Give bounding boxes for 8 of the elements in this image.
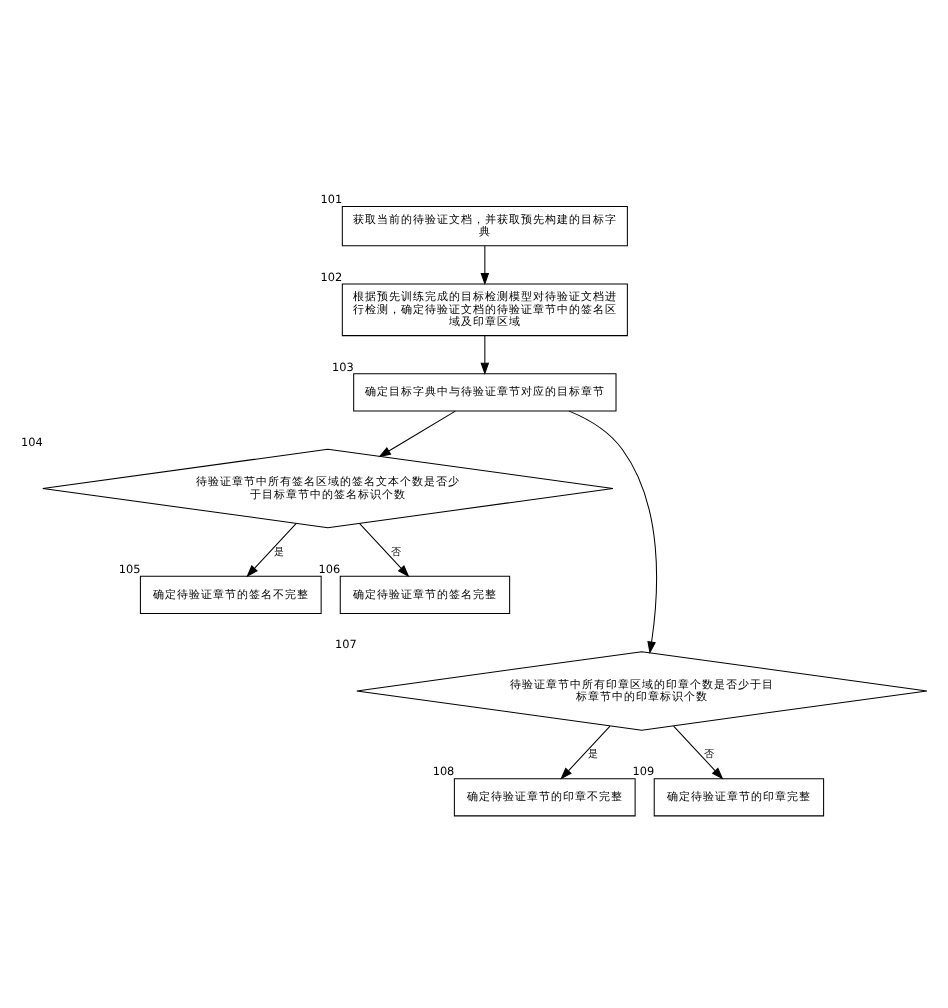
- arrow: [673, 724, 724, 779]
- arrow: [378, 409, 456, 457]
- arrow: [480, 244, 490, 285]
- arrow: [246, 522, 297, 577]
- arrow: [568, 409, 658, 653]
- arrow: [480, 334, 490, 375]
- arrow: [359, 522, 410, 577]
- arrow: [560, 724, 611, 779]
